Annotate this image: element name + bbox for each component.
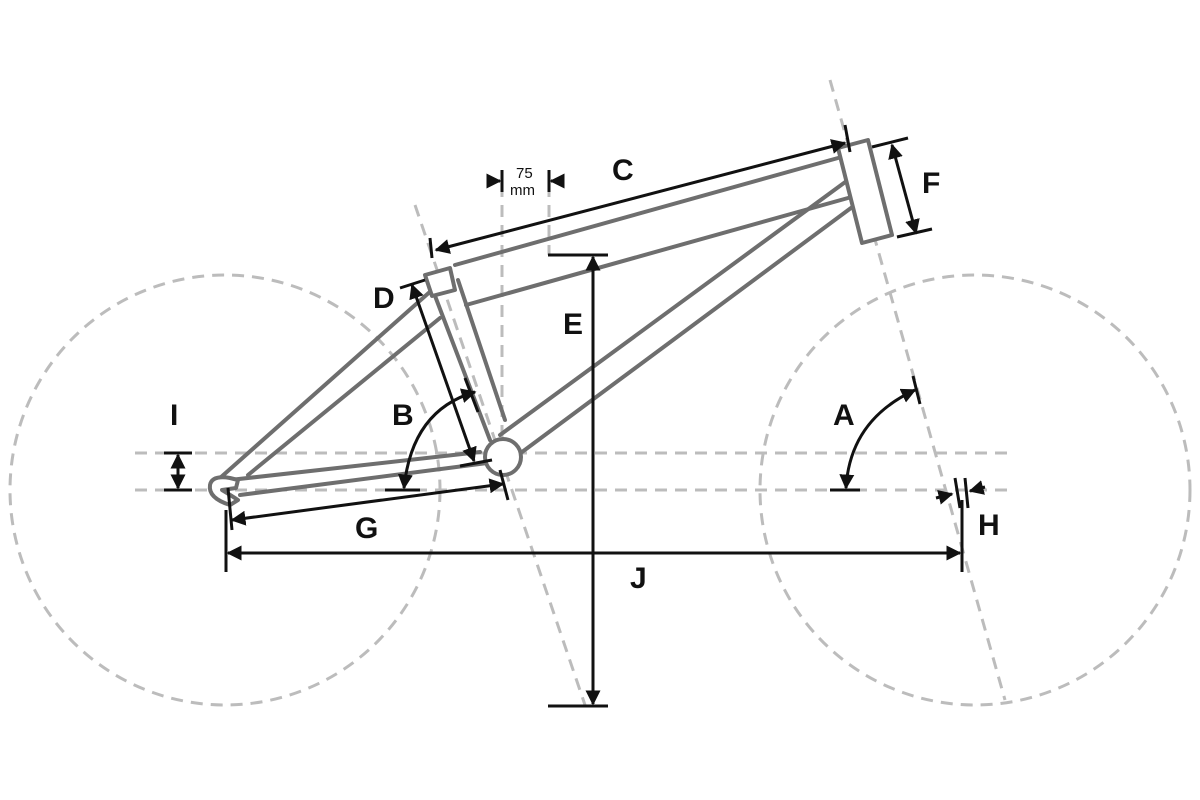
label-g: G	[355, 512, 378, 545]
dimension-h-fork-offset	[935, 477, 986, 509]
offset-value: 75	[516, 165, 533, 182]
dimension-c-top-tube	[428, 124, 852, 259]
dimension-j-wheelbase	[224, 500, 964, 572]
label-i: I	[170, 399, 178, 432]
dimension-i-bb-drop	[164, 451, 192, 492]
bottom-bracket	[483, 437, 523, 477]
label-b: B	[392, 399, 414, 432]
label-c: C	[612, 154, 634, 187]
label-a: A	[833, 399, 855, 432]
label-e: E	[563, 308, 583, 341]
dimension-g-chainstay	[226, 469, 510, 531]
label-j: J	[630, 562, 647, 595]
bike-frame	[207, 138, 894, 507]
offset-unit: mm	[510, 182, 535, 199]
front-wheel-outline	[758, 273, 1192, 707]
dimension-f-head-tube	[871, 136, 933, 239]
dimension-e-vertical	[548, 253, 608, 708]
dimension-a-head-angle	[830, 375, 922, 492]
label-f: F	[922, 167, 940, 200]
label-d: D	[373, 282, 395, 315]
label-h: H	[978, 509, 1000, 542]
dimension-offset-75mm	[486, 170, 565, 192]
